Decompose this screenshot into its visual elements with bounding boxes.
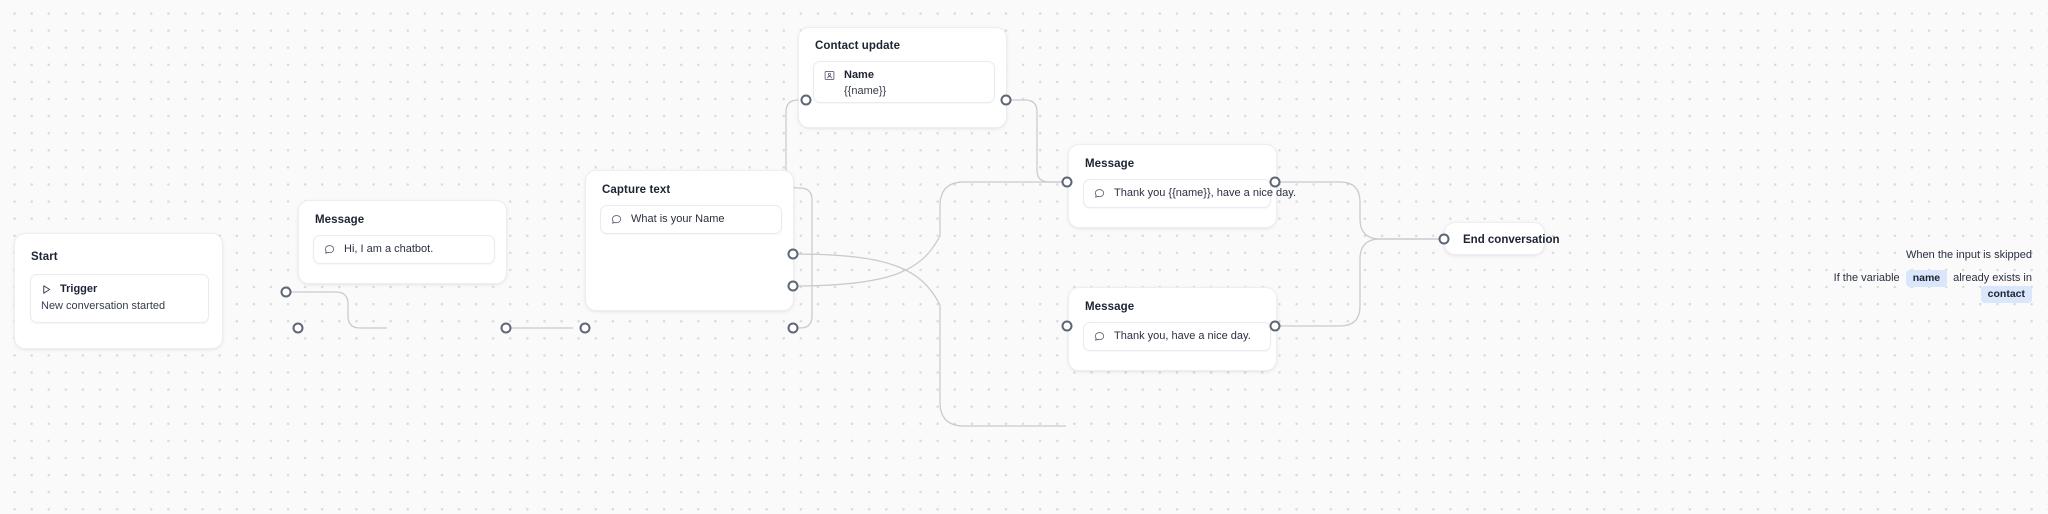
start-trigger-box[interactable]: Trigger New conversation started — [30, 274, 209, 323]
node-start[interactable]: Start Trigger New conversation started — [14, 233, 223, 349]
chat-bubble-icon — [1094, 331, 1105, 342]
node-end-conversation[interactable]: End conversation — [1444, 222, 1560, 255]
message-1-text-box[interactable]: Hi, I am a chatbot. — [313, 235, 495, 264]
edge-contact-to-message2 — [1007, 99, 1066, 183]
node-capture-text-title: Capture text — [602, 184, 671, 196]
port-message-2-input[interactable] — [1061, 176, 1073, 188]
node-start-title: Start — [31, 251, 58, 263]
contact-field-box[interactable]: Name {{name}} — [813, 61, 995, 103]
chat-bubble-icon — [1094, 188, 1105, 199]
node-capture-text[interactable]: Capture text What is your Name — [585, 170, 794, 311]
capture-condition-prefix: If the variable — [1833, 272, 1900, 285]
capture-skip-label: When the input is skipped — [1906, 249, 2032, 261]
port-message-1-input[interactable] — [292, 322, 304, 334]
node-message-2-title: Message — [1085, 158, 1135, 170]
node-contact-update[interactable]: Contact update Name {{name}} — [798, 27, 1007, 128]
port-contact-update-output[interactable] — [1000, 94, 1012, 106]
play-triangle-icon — [41, 284, 52, 295]
node-message-3-title: Message — [1085, 301, 1135, 313]
capture-condition-target-chip[interactable]: contact — [1980, 286, 2032, 303]
message-2-text-box[interactable]: Thank you {{name}}, have a nice day. — [1083, 179, 1296, 208]
capture-prompt-box[interactable]: What is your Name — [600, 205, 782, 234]
port-message-3-input[interactable] — [1061, 320, 1073, 332]
message-1-text: Hi, I am a chatbot. — [344, 242, 434, 255]
chat-bubble-icon — [611, 214, 622, 225]
port-message-3-output[interactable] — [1269, 320, 1281, 332]
port-message-1-output[interactable] — [500, 322, 512, 334]
capture-condition-target-row: contact — [1980, 286, 2032, 303]
node-contact-update-title: Contact update — [815, 40, 901, 52]
node-end-conversation-title: End conversation — [1463, 233, 1560, 246]
port-contact-update-input[interactable] — [800, 94, 812, 106]
contact-field-label: Name — [844, 69, 874, 81]
node-message-3[interactable]: Message Thank you, have a nice day. — [1068, 287, 1277, 371]
trigger-subtitle: New conversation started — [41, 300, 166, 312]
edge-skipped-to-bottom — [792, 253, 1066, 427]
edge-message2-to-end — [1276, 181, 1440, 240]
port-end-conversation-input[interactable] — [1438, 233, 1450, 245]
capture-condition-middle: already exists in — [1953, 272, 2032, 285]
capture-condition-variable-chip[interactable]: name — [1905, 270, 1948, 287]
port-start-output[interactable] — [280, 286, 292, 298]
message-2-text: Thank you {{name}}, have a nice day. — [1114, 186, 1297, 199]
port-capture-output-main[interactable] — [787, 322, 799, 334]
port-capture-output-exists[interactable] — [787, 280, 799, 292]
contact-card-icon — [824, 70, 835, 81]
capture-prompt-text: What is your Name — [631, 212, 725, 225]
capture-skip-label-row: When the input is skipped — [1906, 249, 2032, 261]
contact-field-value: {{name}} — [844, 85, 887, 97]
chat-bubble-icon — [324, 244, 335, 255]
node-message-2[interactable]: Message Thank you {{name}}, have a nice … — [1068, 144, 1296, 228]
port-capture-output-skipped[interactable] — [787, 248, 799, 260]
edge-message3-to-end — [1276, 238, 1440, 327]
node-message-1[interactable]: Message Hi, I am a chatbot. — [298, 200, 507, 284]
message-3-text-box[interactable]: Thank you, have a nice day. — [1083, 322, 1271, 351]
node-message-1-title: Message — [315, 214, 365, 226]
port-message-2-output[interactable] — [1269, 176, 1281, 188]
message-3-text: Thank you, have a nice day. — [1114, 329, 1251, 342]
capture-condition-row: If the variable name already exists in — [1834, 270, 2032, 287]
trigger-label: Trigger — [60, 283, 98, 295]
edge-capture-exists-to-message2 — [792, 181, 1066, 287]
port-capture-input[interactable] — [579, 322, 591, 334]
